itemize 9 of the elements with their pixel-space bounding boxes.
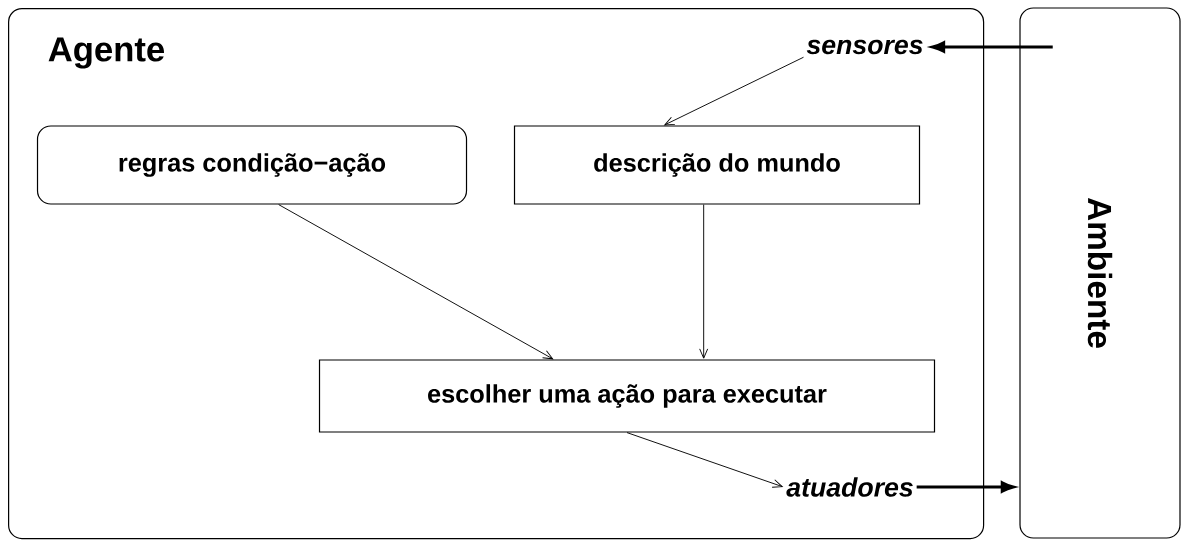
arrow [626,432,783,488]
arrow [699,204,709,359]
arrow [278,204,554,360]
process-box: descrição do mundo [513,125,921,205]
process-box: escolher uma ação para executar [318,359,936,433]
label-text: atuadores [786,477,913,497]
label-text: sensores [806,39,923,55]
environment-panel: Ambiente [1019,7,1181,539]
arrow [664,56,804,126]
